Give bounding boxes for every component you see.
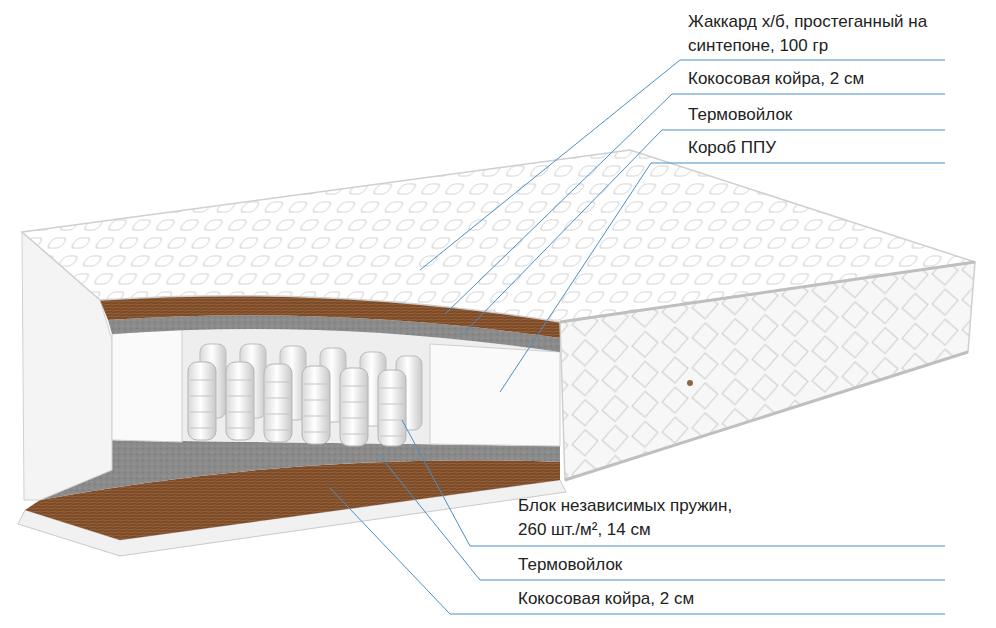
layer-label: Кокосовая койра, 2 см [518, 587, 768, 611]
layer-label: Кокосовая койра, 2 см [688, 67, 938, 91]
layer-label: Термовойлок [518, 553, 768, 577]
layer-label: Короб ППУ [688, 136, 938, 160]
layer-label: Блок независимых пружин, 260 шт./м², 14 … [518, 494, 763, 542]
layer-label: Жаккард х/б, простеганный на синтепоне, … [688, 10, 938, 58]
layer-label: Термовойлок [688, 103, 938, 127]
